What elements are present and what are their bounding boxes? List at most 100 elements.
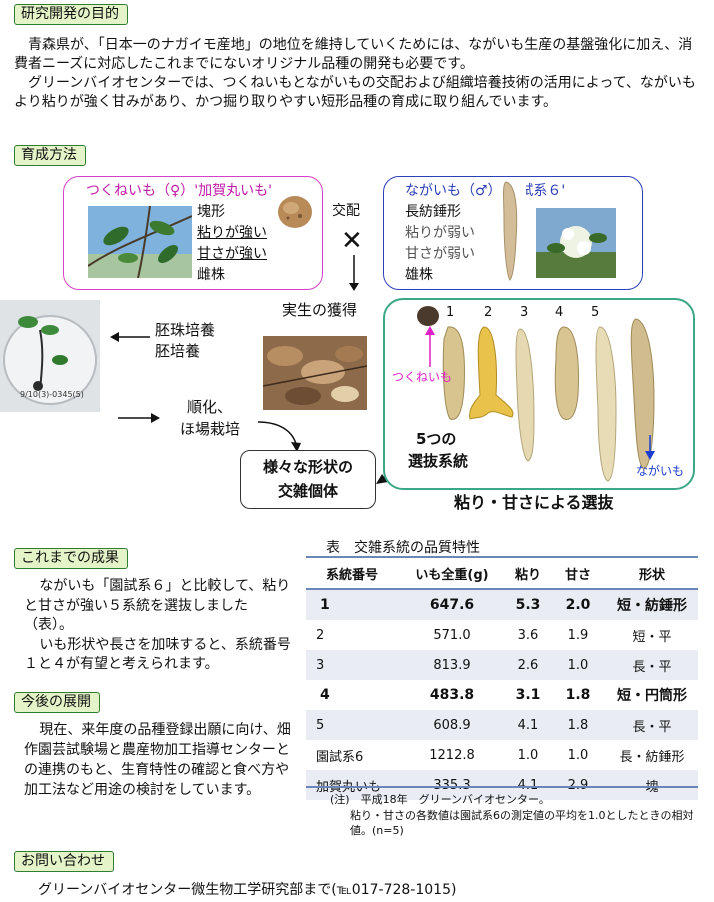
cell-stickiness: 4.1 <box>506 770 550 800</box>
selection-label: 粘り・甘さによる選抜 <box>454 493 614 512</box>
tsukune-tuber-photo <box>276 194 314 230</box>
male-plant-photo <box>536 208 616 278</box>
line-number-3: 3 <box>520 305 529 320</box>
line-number-5: 5 <box>591 305 600 320</box>
section-label-method: 育成方法 <box>14 145 86 166</box>
cell-shape: 長・平 <box>606 710 698 740</box>
dish-label: 9/10(3)-0345(5) <box>20 390 84 399</box>
cell-shape: 長・平 <box>606 650 698 680</box>
cell-stickiness: 3.1 <box>515 687 541 703</box>
cell-shape: 長・紡錘形 <box>619 749 685 765</box>
female-trait-stickiness: 粘りが強い <box>197 225 267 241</box>
cell-sweetness: 2.9 <box>550 770 606 800</box>
hybrid-line-2: 交雑個体 <box>277 482 338 500</box>
female-plant-photo <box>88 206 192 278</box>
results-paragraph-1: ながいも「園試系６」と比較して、粘りと甘さが強い５系統を選抜しました（表）。 <box>24 578 291 633</box>
cell-sweetness: 1.9 <box>567 627 589 643</box>
header-sweetness: 甘さ <box>550 558 606 590</box>
cell-sweetness: 1.0 <box>550 650 606 680</box>
results-paragraph-2: いも形状や長さを加味すると、系統番号１と４が有望と考えられます。 <box>24 636 291 673</box>
cell-weight: 335.3 <box>398 770 506 800</box>
line-number-1: 1 <box>446 305 455 320</box>
hybrid-label: 様々な形状の 交雑個体 <box>240 455 376 503</box>
section-label-purpose: 研究開発の目的 <box>14 4 128 25</box>
table-row: 園試系6 1212.8 1.0 1.0 長・紡錘形 <box>306 740 698 770</box>
female-traits: 塊形 粘りが強い 甘さが強い 雌株 <box>197 202 267 286</box>
section-label-contact: お問い合わせ <box>14 851 114 872</box>
cell-shape: 短・紡錘形 <box>606 589 698 620</box>
cross-label: 交配 <box>332 203 360 219</box>
cell-shape: 短・平 <box>632 629 672 645</box>
cell-id: 2 <box>316 627 325 643</box>
male-trait-sex: 雄株 <box>405 267 433 283</box>
male-trait-sweetness: 甘さが弱い <box>405 246 475 262</box>
cell-shape: 短・円筒形 <box>617 688 687 704</box>
contact-text: グリーンバイオセンター微生物工学研究部まで(℡017-728-1015) <box>38 882 457 898</box>
section-label-future: 今後の展開 <box>14 692 100 713</box>
table-note-1: (注) 平成18年 グリーンバイオセンター。 <box>330 793 550 806</box>
cell-weight: 647.6 <box>398 589 506 620</box>
selected-tubers-illustration <box>417 306 655 482</box>
cell-id: 1 <box>306 589 398 620</box>
table-row: 1 647.6 5.3 2.0 短・紡錘形 <box>306 589 698 620</box>
table-row: 2 571.0 3.6 1.9 短・平 <box>306 620 698 650</box>
acclimatization: 順化、 <box>187 398 233 416</box>
cell-stickiness: 3.6 <box>517 627 539 643</box>
curve-arrow-to-hybrid <box>258 421 301 452</box>
female-trait-shape: 塊形 <box>197 204 225 220</box>
cell-stickiness: 2.6 <box>506 650 550 680</box>
seedling-photo <box>263 336 367 410</box>
future-paragraph-1: 現在、来年度の品種登録出願に向け、畑作園芸試験場と農産物加工指導センターとの連携… <box>24 722 291 798</box>
embryo-culture: 胚培養 <box>155 342 201 360</box>
purpose-paragraph-2: グリーンバイオセンターでは、つくねいもとながいもの交配および組織培養技術の活用に… <box>14 75 696 110</box>
cell-id: 3 <box>306 650 398 680</box>
header-weight: いも全重(g) <box>398 558 506 590</box>
section-label-results: これまでの成果 <box>14 548 128 569</box>
table-caption: 表 交雑系統の品質特性 <box>326 540 480 556</box>
cell-stickiness: 1.0 <box>517 747 539 763</box>
table-bottom-rule <box>306 786 698 788</box>
cell-weight: 571.0 <box>433 627 471 643</box>
down-arrow <box>349 255 359 291</box>
male-parent-title: ながいも（♂）'園試系６' <box>405 183 566 199</box>
male-traits: 長紡錘形 粘りが弱い 甘さが弱い 雄株 <box>405 202 475 286</box>
male-trait-stickiness: 粘りが弱い <box>405 225 475 241</box>
header-line-no: 系統番号 <box>306 558 398 590</box>
cell-id: 5 <box>306 710 398 740</box>
purpose-paragraph-1: 青森県が、「日本一のナガイモ産地」の地位を維持していくためには、ながいも生産の基… <box>14 37 693 72</box>
cross-mark: ✕ <box>341 226 363 256</box>
results-text: ながいも「園試系６」と比較して、粘りと甘さが強い５系統を選抜しました（表）。 い… <box>24 577 294 675</box>
quality-table: 系統番号 いも全重(g) 粘り 甘さ 形状 1 647.6 5.3 2.0 短・… <box>306 558 698 800</box>
table-row: 5 608.9 4.1 1.8 長・平 <box>306 710 698 740</box>
cell-sweetness: 1.8 <box>550 710 606 740</box>
line-number-4: 4 <box>555 305 564 320</box>
cell-sweetness: 2.0 <box>550 589 606 620</box>
table-row: 4 483.8 3.1 1.8 短・円筒形 <box>306 680 698 710</box>
cell-stickiness: 5.3 <box>506 589 550 620</box>
five-lines-label: 5つの 選抜系統 <box>408 428 468 472</box>
line-number-2: 2 <box>484 305 493 320</box>
purpose-text: 青森県が、「日本一のナガイモ産地」の地位を維持していくためには、ながいも生産の基… <box>14 36 702 112</box>
table-note-2: 粘り・甘さの各数値は園試系6の測定値の平均を1.0としたときの相対値。(n=5) <box>350 809 694 837</box>
cell-id: 4 <box>320 687 330 703</box>
cell-shape: 塊 <box>606 770 698 800</box>
cell-weight: 483.8 <box>429 687 475 703</box>
table-row: 加賀丸いも 335.3 4.1 2.9 塊 <box>306 770 698 800</box>
cell-weight: 813.9 <box>398 650 506 680</box>
hybrid-box <box>240 450 376 509</box>
field-cultivation: ほ場栽培 <box>180 420 241 438</box>
cell-sweetness: 1.8 <box>565 687 591 703</box>
acclim-label: 順化、 ほ場栽培 <box>180 396 240 440</box>
table-header-row: 系統番号 いも全重(g) 粘り 甘さ 形状 <box>306 558 698 590</box>
female-parent-title: つくねいも（♀）'加賀丸いも' <box>86 183 272 199</box>
header-stickiness: 粘り <box>506 558 550 590</box>
five-lines-line-1: 5つの <box>416 430 457 448</box>
culture-label: 胚珠培養 胚培養 <box>155 320 215 362</box>
seedling-label: 実生の獲得 <box>282 301 358 319</box>
five-lines-line-2: 選抜系統 <box>408 452 469 470</box>
tsukune-label: つくねいも <box>392 370 453 384</box>
table-row: 3 813.9 2.6 1.0 長・平 <box>306 650 698 680</box>
cell-stickiness: 4.1 <box>506 710 550 740</box>
hybrid-line-1: 様々な形状の <box>262 458 353 476</box>
table-top-rule <box>306 556 698 558</box>
